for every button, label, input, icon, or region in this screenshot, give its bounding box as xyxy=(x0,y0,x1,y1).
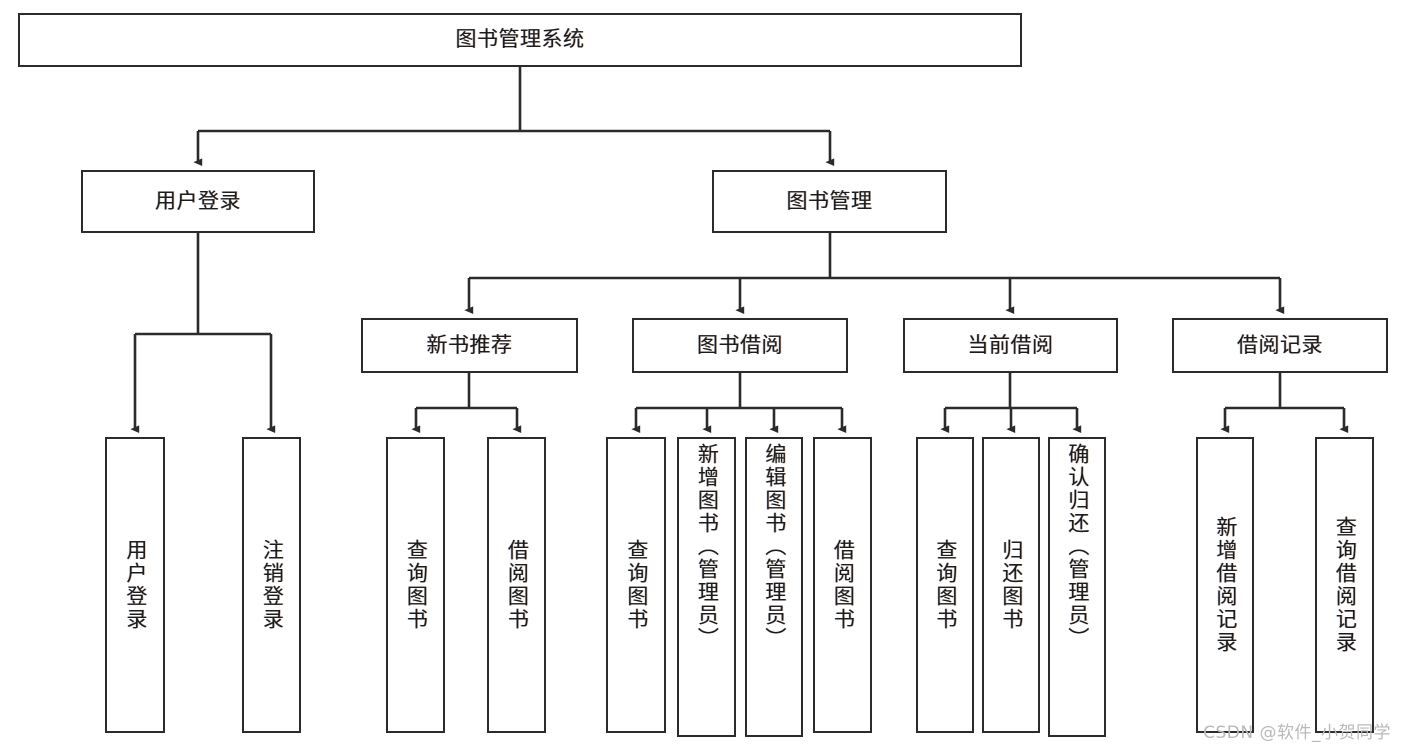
node-root-label: 图书管理系统 xyxy=(455,27,585,52)
csdn-watermark: CSDN @软件_小贺同学 xyxy=(1203,723,1391,743)
node-leaf-user-login[interactable]: 用户登录 xyxy=(105,437,165,733)
node-current-borrow-label: 当前借阅 xyxy=(967,332,1054,357)
node-leaf-return-book[interactable]: 归还图书 xyxy=(982,437,1040,733)
node-book-manage[interactable]: 图书管理 xyxy=(712,170,947,233)
node-leaf-edit-book[interactable]: 编辑图书（管理员） xyxy=(745,437,803,737)
leaf-query-book-1-label: 查询图书 xyxy=(404,539,429,631)
leaf-edit-book-label: 编辑图书（管理员） xyxy=(762,443,787,650)
node-leaf-logout[interactable]: 注销登录 xyxy=(242,437,301,733)
node-leaf-add-book[interactable]: 新增图书（管理员） xyxy=(677,437,736,737)
node-borrow-record[interactable]: 借阅记录 xyxy=(1172,318,1388,373)
node-book-borrow-label: 图书借阅 xyxy=(697,332,783,357)
node-leaf-query-book-2[interactable]: 查询图书 xyxy=(606,437,666,733)
node-leaf-query-record[interactable]: 查询借阅记录 xyxy=(1315,437,1374,733)
node-user-login[interactable]: 用户登录 xyxy=(81,170,315,233)
leaf-return-book-label: 归还图书 xyxy=(999,539,1024,631)
leaf-add-book-label: 新增图书（管理员） xyxy=(695,443,720,650)
node-new-book-rec[interactable]: 新书推荐 xyxy=(361,318,578,373)
leaf-user-login-label: 用户登录 xyxy=(123,539,148,631)
leaf-query-book-2-label: 查询图书 xyxy=(624,539,649,631)
node-book-borrow[interactable]: 图书借阅 xyxy=(632,318,848,373)
leaf-query-record-label: 查询借阅记录 xyxy=(1333,516,1358,654)
node-current-borrow[interactable]: 当前借阅 xyxy=(903,318,1118,373)
node-borrow-record-label: 借阅记录 xyxy=(1237,332,1323,357)
node-user-login-label: 用户登录 xyxy=(155,188,241,213)
node-leaf-query-book-3[interactable]: 查询图书 xyxy=(916,437,974,733)
node-root[interactable]: 图书管理系统 xyxy=(18,13,1022,67)
node-leaf-borrow-book-2[interactable]: 借阅图书 xyxy=(813,437,872,733)
leaf-borrow-book-2-label: 借阅图书 xyxy=(831,539,856,631)
leaf-add-record-label: 新增借阅记录 xyxy=(1213,516,1238,654)
node-leaf-add-record[interactable]: 新增借阅记录 xyxy=(1196,437,1254,733)
node-leaf-borrow-book-1[interactable]: 借阅图书 xyxy=(487,437,546,733)
leaf-confirm-return-label: 确认归还（管理员） xyxy=(1065,443,1090,650)
node-leaf-query-book-1[interactable]: 查询图书 xyxy=(386,437,445,733)
node-new-book-rec-label: 新书推荐 xyxy=(426,332,513,357)
node-leaf-confirm-return[interactable]: 确认归还（管理员） xyxy=(1048,437,1106,737)
leaf-logout-label: 注销登录 xyxy=(260,539,285,631)
leaf-borrow-book-1-label: 借阅图书 xyxy=(505,539,530,631)
node-book-manage-label: 图书管理 xyxy=(786,188,873,213)
leaf-query-book-3-label: 查询图书 xyxy=(933,539,958,631)
